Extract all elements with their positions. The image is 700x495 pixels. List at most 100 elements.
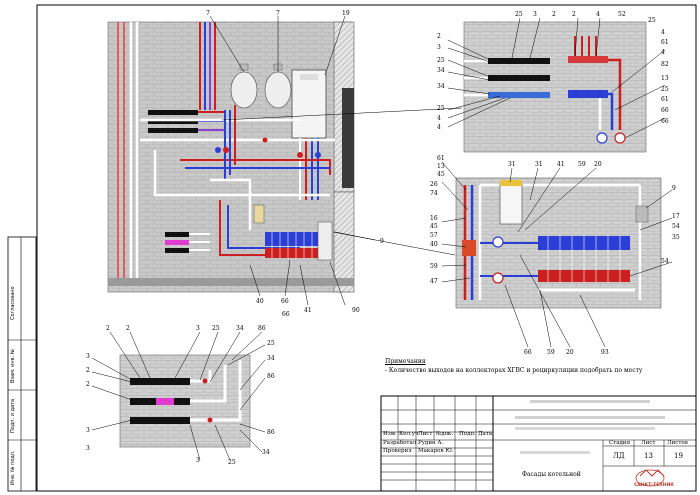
- callout-mr-16: 16: [430, 215, 438, 222]
- callout-bl-86r: 86: [267, 373, 275, 380]
- callout-bl-2l2: 2: [86, 381, 90, 388]
- tb-col-ndok: №док.: [436, 431, 454, 437]
- callout-mr-9: 9: [672, 185, 676, 192]
- callout-mr-35: 35: [672, 234, 680, 241]
- callout-mr-93: 93: [601, 349, 609, 356]
- callout-bl-86r2: 86: [267, 429, 275, 436]
- callout-tr-r4b: 4: [661, 49, 665, 56]
- callout-tr-3: 3: [533, 11, 537, 18]
- callout-bl-3bot2: 3: [86, 445, 90, 452]
- callout-tr-2a: 2: [552, 11, 556, 18]
- callout-tr-l3: 3: [437, 44, 441, 51]
- callout-tr-l34: 34: [437, 67, 445, 74]
- callout-40: 40: [256, 298, 264, 305]
- tb-name-developer: Рудин А.: [418, 440, 444, 446]
- tb-col-podp: Подп.: [459, 431, 476, 437]
- callout-tr-r61: 61: [661, 39, 669, 46]
- callout-mr-59c: 59: [547, 349, 555, 356]
- callout-bl-3bot: 3: [196, 457, 200, 464]
- tb-col-koluch: Кол.уч: [399, 431, 419, 437]
- callout-tr-l4b: 4: [437, 115, 441, 122]
- callout-90: 90: [352, 307, 360, 314]
- callout-mr-13: 13: [437, 163, 445, 170]
- callout-mr-26: 26: [430, 181, 438, 188]
- callout-7a: 7: [206, 10, 210, 17]
- callout-66b: 66: [282, 311, 290, 318]
- callout-tr-r25: 25: [661, 86, 669, 93]
- detail-bottom-left: [91, 331, 266, 461]
- note-title: Примечания: [385, 358, 426, 365]
- sheet-frame: [36, 4, 697, 492]
- callout-mr-47: 47: [430, 278, 438, 285]
- callout-tr-r82: 82: [661, 61, 669, 68]
- callout-mr-41: 41: [557, 161, 565, 168]
- callout-bl-3l2: 3: [86, 427, 90, 434]
- tb-name-checker: Макаров Ю.: [418, 448, 454, 454]
- callout-mr-20b: 20: [566, 349, 574, 356]
- callout-tr-52: 52: [618, 11, 626, 18]
- callout-9: 9: [380, 238, 384, 245]
- callout-mr-40: 40: [430, 241, 438, 248]
- callout-mr-45b: 45: [430, 223, 438, 230]
- callout-41: 41: [304, 307, 312, 314]
- tb-drawing-title: Фасады котельной: [522, 471, 581, 478]
- tb-col-list: Лист: [418, 431, 433, 437]
- callout-mr-54: 54: [672, 223, 680, 230]
- callout-mr-59b: 59: [430, 263, 438, 270]
- tb-role-checker: Проверил: [383, 448, 412, 454]
- callout-mr-17: 17: [672, 213, 680, 220]
- callout-tr-4: 4: [596, 11, 600, 18]
- tb-stage: ЛД: [613, 452, 625, 460]
- callout-tr-l25: 25: [437, 57, 445, 64]
- callout-tr-l4c: 4: [437, 124, 441, 131]
- callout-66a: 66: [281, 298, 289, 305]
- main-view: [107, 15, 376, 306]
- detail-top-right: [221, 17, 666, 153]
- tb-col-data: Дата: [478, 431, 493, 437]
- callout-mr-59: 59: [578, 161, 586, 168]
- callout-mr-66: 66: [524, 349, 532, 356]
- callout-tr-r13: 13: [661, 75, 669, 82]
- callout-tr-l34b: 34: [437, 83, 445, 90]
- company-logo: САНКТ-ТЕХНИК: [634, 483, 674, 488]
- callout-bl-3l: 3: [86, 353, 90, 360]
- callout-tr-25: 25: [515, 11, 523, 18]
- callout-mr-54b: 54: [661, 258, 669, 265]
- callout-bl-2a: 2: [106, 325, 110, 332]
- callout-mr-45: 45: [437, 171, 445, 178]
- tb-sheets-header: Листов: [667, 440, 688, 446]
- callout-tr-25b: 25: [648, 17, 656, 24]
- callout-mr-31a: 31: [508, 161, 516, 168]
- callout-tr-l25b: 25: [437, 105, 445, 112]
- tb-sheet-number: 13: [644, 452, 653, 460]
- callout-tr-2b: 2: [572, 11, 576, 18]
- side-stamp: [7, 236, 37, 492]
- callout-bl-25: 25: [212, 325, 220, 332]
- callout-19: 19: [342, 10, 350, 17]
- callout-bl-86: 86: [258, 325, 266, 332]
- callout-bl-3: 3: [196, 325, 200, 332]
- callout-bl-25bot: 25: [228, 459, 236, 466]
- tb-sheets-total: 19: [674, 452, 683, 460]
- callout-mr-61: 61: [437, 155, 445, 162]
- callout-bl-2l: 2: [86, 367, 90, 374]
- callout-mr-57: 57: [430, 232, 438, 239]
- tb-sheet-header: Лист: [641, 440, 656, 446]
- callout-7b: 7: [276, 10, 280, 17]
- callout-tr-r4: 4: [661, 29, 665, 36]
- callout-tr-r66: 66: [661, 107, 669, 114]
- callout-tr-r66b: 66: [661, 118, 669, 125]
- callout-mr-20: 20: [594, 161, 602, 168]
- tb-role-developer: Разработал: [383, 440, 417, 446]
- note-line: - Количество выходов на коллекторах ХГВС…: [385, 367, 643, 374]
- callout-mr-74: 74: [430, 190, 438, 197]
- callout-bl-34bot: 34: [262, 449, 270, 456]
- callout-tr-l2: 2: [437, 33, 441, 40]
- callout-bl-25r: 25: [267, 340, 275, 347]
- callout-bl-34: 34: [236, 325, 244, 332]
- title-block: [380, 395, 697, 492]
- detail-middle-right: [332, 161, 673, 348]
- tb-col-izm: Изм.: [383, 431, 397, 437]
